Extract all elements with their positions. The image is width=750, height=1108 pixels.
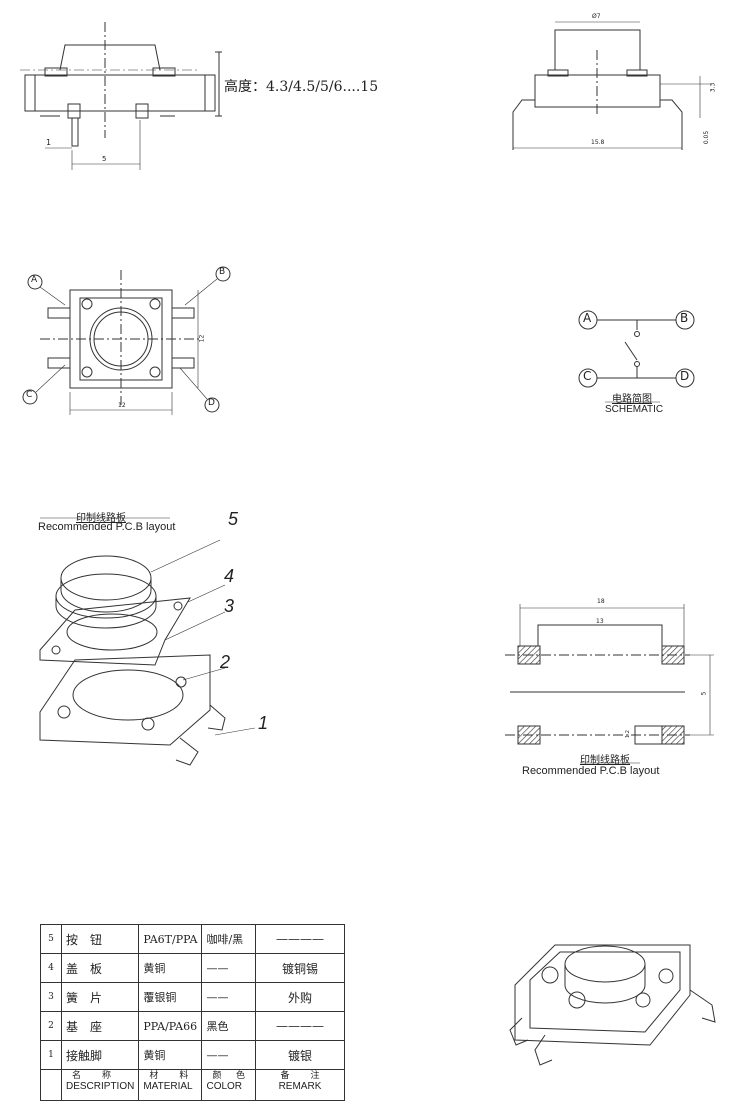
bom-material: 覆银铜 [138, 982, 203, 1012]
bom-header-remark-en: REMARK [278, 1081, 322, 1092]
bom-no: 3 [40, 982, 62, 1012]
bom-no: 5 [40, 924, 62, 954]
bom-row: 4 盖 板 黄铜 —— 镀铜锡 [40, 953, 345, 983]
node-c: C [583, 369, 592, 383]
dim-length: 15.8 [591, 139, 605, 146]
terminal-c-label: C [26, 390, 33, 400]
bom-material: PA6T/PPA [138, 924, 203, 954]
bom-header-color-en: COLOR [206, 1081, 243, 1092]
bom-desc: 簧 片 [60, 982, 140, 1012]
dim-pad: 1.2 [624, 730, 631, 738]
bom-row: 3 簧 片 覆银铜 —— 外购 [40, 982, 345, 1012]
callout-2: 2 [220, 652, 231, 672]
bom-no: 4 [40, 953, 62, 983]
dim-lead: 1 [46, 138, 52, 147]
bom-header-material-en: MATERIAL [143, 1081, 193, 1092]
height-note: 高度：4.3/4.5/5/6....15 [224, 79, 379, 95]
schematic-title-zh: 电路简图 [612, 394, 652, 405]
dim-lead-thickness: 0.05 [703, 130, 711, 145]
bom-header-blank [40, 1069, 62, 1101]
top-view [22, 266, 231, 415]
dim-inner: 13 [596, 618, 604, 625]
bom-color: —— [201, 1040, 256, 1070]
smd-side-view [512, 21, 710, 150]
bom-no: 1 [40, 1040, 62, 1070]
exploded-view [39, 517, 256, 766]
callout-5: 5 [228, 509, 239, 529]
side-view [20, 22, 222, 170]
bom-header-desc-en: DESCRIPTION [66, 1081, 135, 1092]
bom-material: 黄铜 [138, 1040, 203, 1070]
terminal-d-label: D [208, 398, 215, 408]
pcb-title-zh: 印制线路板 [580, 755, 630, 766]
bom-no: 2 [40, 1011, 62, 1041]
exploded-title-zh: 印制线路板 [76, 513, 126, 524]
bom-color: —— [201, 982, 256, 1012]
bom-table: 5 按 钮 PA6T/PPA 咖啡/黑 ———— 4 盖 板 黄铜 —— 镀铜锡… [40, 924, 345, 1101]
bom-remark: ———— [254, 1011, 345, 1041]
callout-1: 1 [258, 713, 269, 733]
exploded-title-en: Recommended P.C.B layout [38, 521, 176, 533]
bom-remark: 镀银 [254, 1040, 345, 1070]
bom-header-color-zh: 颜 色 [212, 1070, 251, 1080]
bom-remark: ———— [254, 924, 345, 954]
callout-4: 4 [224, 566, 235, 586]
terminal-a-label: A [31, 275, 38, 285]
bom-row: 1 接触脚 黄铜 —— 镀银 [40, 1040, 345, 1070]
bom-material: PPA/PA66 [138, 1011, 203, 1041]
bom-desc: 按 钮 [60, 924, 140, 954]
node-d: D [680, 369, 690, 383]
bom-header-remark-zh: 备 注 [280, 1070, 326, 1080]
node-b: B [680, 311, 689, 325]
node-a: A [583, 311, 592, 325]
bom-color: 咖啡/黑 [201, 924, 256, 954]
dim-body-height: 3.3 [709, 82, 717, 93]
bom-material: 黄铜 [138, 953, 203, 983]
bom-color: 黑色 [201, 1011, 256, 1041]
bom-row: 2 基 座 PPA/PA66 黑色 ———— [40, 1011, 345, 1041]
pcb-layout [505, 604, 714, 764]
bom-desc: 接触脚 [60, 1040, 140, 1070]
bom-remark: 镀铜锡 [254, 953, 345, 983]
callout-3: 3 [224, 596, 235, 616]
bom-desc: 基 座 [60, 1011, 140, 1041]
dim-vertical: 5 [700, 691, 708, 696]
schematic-title-en: SCHEMATIC [605, 404, 664, 415]
bom-header-material-zh: 材 料 [149, 1070, 195, 1080]
dim-cap: Ø7 [592, 13, 601, 20]
terminal-b-label: B [219, 267, 226, 277]
bom-row: 5 按 钮 PA6T/PPA 咖啡/黑 ———— [40, 924, 345, 954]
bom-color: —— [201, 953, 256, 983]
product-render [509, 944, 716, 1066]
bom-desc: 盖 板 [60, 953, 140, 983]
bom-header-desc-zh: 名 称 [72, 1070, 118, 1080]
dim-height: 12 [198, 334, 206, 343]
bom-remark: 外购 [254, 982, 345, 1012]
dim-width: 12 [118, 402, 126, 409]
dim-pitch: 5 [102, 155, 107, 163]
dim-outer: 18 [597, 598, 605, 605]
pcb-title-en: Recommended P.C.B layout [522, 765, 660, 777]
schematic [578, 310, 695, 403]
